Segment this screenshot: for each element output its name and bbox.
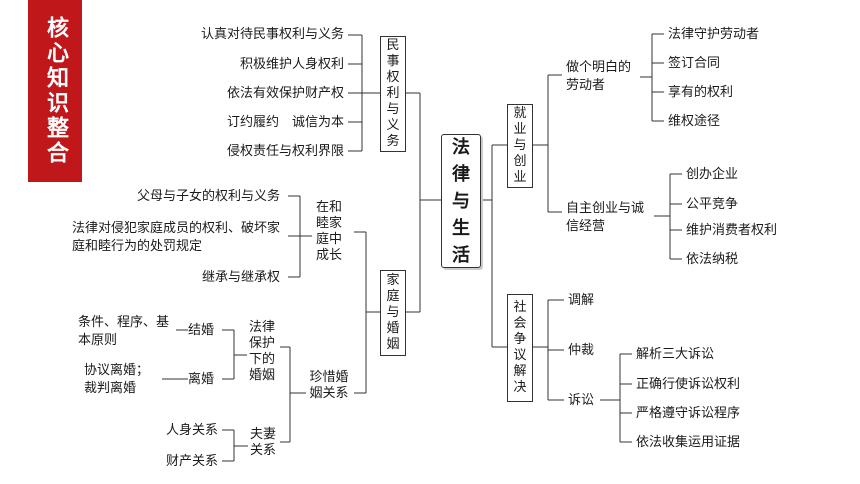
harmony-item: 父母与子女的权利与义务 xyxy=(136,189,280,204)
worker-item: 享有的权利 xyxy=(668,85,734,100)
harmony-item: 法律对侵犯家庭成员的权利、破坏家庭和睦行为的处罚规定 xyxy=(72,221,281,254)
startup-item: 维护消费者权利 xyxy=(686,223,778,238)
law-marriage-node: 法律保护下的婚姻 xyxy=(248,320,275,383)
litigation-item: 正确行使诉讼权利 xyxy=(636,377,741,392)
marry-node: 结婚 xyxy=(188,323,215,338)
worker-item: 签订合同 xyxy=(668,56,721,71)
spouse-item: 人身关系 xyxy=(165,423,218,438)
arbitration-node: 仲裁 xyxy=(568,343,595,358)
startup-item: 公平竞争 xyxy=(686,197,739,212)
mediation-node: 调解 xyxy=(568,293,595,308)
startup-item: 创办企业 xyxy=(686,167,739,182)
section-banner: 核心知识整合 xyxy=(28,0,82,182)
harmony-node: 在和睦家庭中成长 xyxy=(315,200,342,263)
employment-box: 就业与创业 xyxy=(507,104,533,188)
worker-item: 维权途径 xyxy=(668,114,721,129)
litigation-item: 解析三大诉讼 xyxy=(636,347,715,362)
civil-item: 认真对待民事权利与义务 xyxy=(200,27,344,42)
marriage-node: 珍惜婚姻关系 xyxy=(309,370,349,401)
center-topic-label: 法律与生活 xyxy=(452,136,470,266)
dispute-box: 社会争议解决 xyxy=(507,294,533,402)
litigation-item: 严格遵守诉讼程序 xyxy=(636,406,741,421)
marry-detail: 条件、程序、基本原则 xyxy=(78,315,170,348)
family-label: 家庭与婚姻 xyxy=(386,273,400,352)
litigation-node: 诉讼 xyxy=(568,393,595,408)
litigation-item: 依法收集运用证据 xyxy=(636,435,741,450)
civil-rights-label: 民事权利与义务 xyxy=(386,38,400,149)
worker-item: 法律守护劳动者 xyxy=(668,27,760,42)
divorce-node: 离婚 xyxy=(188,372,215,387)
center-topic: 法律与生活 xyxy=(441,134,481,268)
dispute-label: 社会争议解决 xyxy=(513,300,527,395)
startup-node: 自主创业与诚信经营 xyxy=(566,201,645,234)
startup-item: 依法纳税 xyxy=(686,252,739,267)
divorce-detail: 协议离婚；裁判离婚 xyxy=(84,363,150,396)
spouse-node: 夫妻关系 xyxy=(249,427,276,458)
worker-node: 做个明白的劳动者 xyxy=(566,60,632,93)
harmony-item: 继承与继承权 xyxy=(201,270,280,285)
family-box: 家庭与婚姻 xyxy=(380,270,406,356)
civil-rights-box: 民事权利与义务 xyxy=(380,36,406,152)
civil-item: 侵权责任与权利界限 xyxy=(226,144,344,159)
civil-item: 积极维护人身权利 xyxy=(239,57,344,72)
employment-label: 就业与创业 xyxy=(513,106,527,185)
civil-item: 依法有效保护财产权 xyxy=(226,86,344,101)
spouse-item: 财产关系 xyxy=(165,454,218,469)
civil-item: 订约履约 诚信为本 xyxy=(226,115,344,130)
